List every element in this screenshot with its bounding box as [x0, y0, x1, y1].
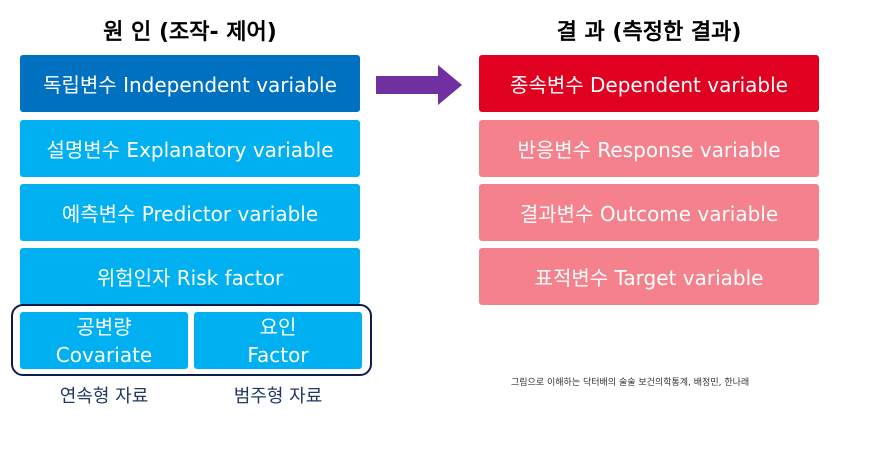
cause-heading: 원 인 (조작- 제어)	[103, 20, 277, 45]
factor-box: 요인 Factor	[194, 312, 362, 369]
independent-variable-box: 독립변수 Independent variable	[20, 55, 360, 112]
response-variable-box: 반응변수 Response variable	[479, 120, 819, 177]
explanatory-variable-box: 설명변수 Explanatory variable	[20, 120, 360, 177]
effect-heading: 결 과 (측정한 결과)	[556, 20, 742, 45]
predictor-variable-box: 예측변수 Predictor variable	[20, 184, 360, 241]
source-citation: 그림으로 이해하는 닥터배의 술술 보건의학통계, 배정민, 한나래	[511, 378, 750, 388]
factor-en-label: Factor	[247, 342, 309, 367]
covariate-en-label: Covariate	[55, 342, 153, 367]
risk-factor-box: 위험인자 Risk factor	[20, 248, 360, 305]
outcome-variable-box: 결과변수 Outcome variable	[479, 184, 819, 241]
covariate-factor-group	[11, 304, 372, 376]
dependent-variable-box: 종속변수 Dependent variable	[479, 55, 819, 112]
covariate-ko-label: 공변량	[76, 314, 132, 339]
covariate-box: 공변량 Covariate	[20, 312, 188, 369]
continuous-data-caption: 연속형 자료	[59, 386, 149, 407]
factor-ko-label: 요인	[259, 314, 297, 339]
right-arrow-icon	[376, 65, 462, 105]
categorical-data-caption: 범주형 자료	[233, 386, 323, 407]
target-variable-box: 표적변수 Target variable	[479, 248, 819, 305]
